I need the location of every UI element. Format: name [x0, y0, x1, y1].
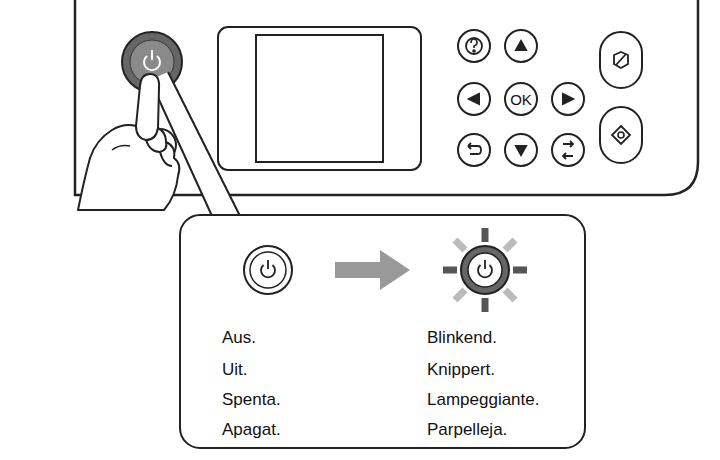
- power-off-icon: [244, 246, 292, 294]
- screen-bezel: [218, 27, 421, 170]
- status-text: Uit.: [222, 360, 248, 380]
- status-text: Apagat.: [222, 420, 281, 440]
- callout-box: Aus. Uit. Spenta. Apagat. Blinkend. Knippert.…: [180, 215, 585, 448]
- callout-box-outline: [180, 215, 585, 448]
- ok-button: OK: [504, 82, 538, 116]
- status-text: Blinkend.: [427, 328, 497, 348]
- transition-arrow: [335, 250, 410, 290]
- nav-buttons: [458, 30, 642, 166]
- power-blinking-icon: [443, 228, 527, 312]
- button-symbols: [466, 38, 630, 159]
- status-text: Lampeggiante.: [427, 390, 539, 410]
- button-label: OK: [510, 91, 532, 108]
- status-text: Spenta.: [222, 390, 281, 410]
- status-text: Aus.: [222, 328, 256, 348]
- status-text: Knippert.: [427, 360, 495, 380]
- status-text: Parpelleja.: [427, 420, 507, 440]
- hand: [78, 74, 179, 210]
- screen: [256, 35, 383, 162]
